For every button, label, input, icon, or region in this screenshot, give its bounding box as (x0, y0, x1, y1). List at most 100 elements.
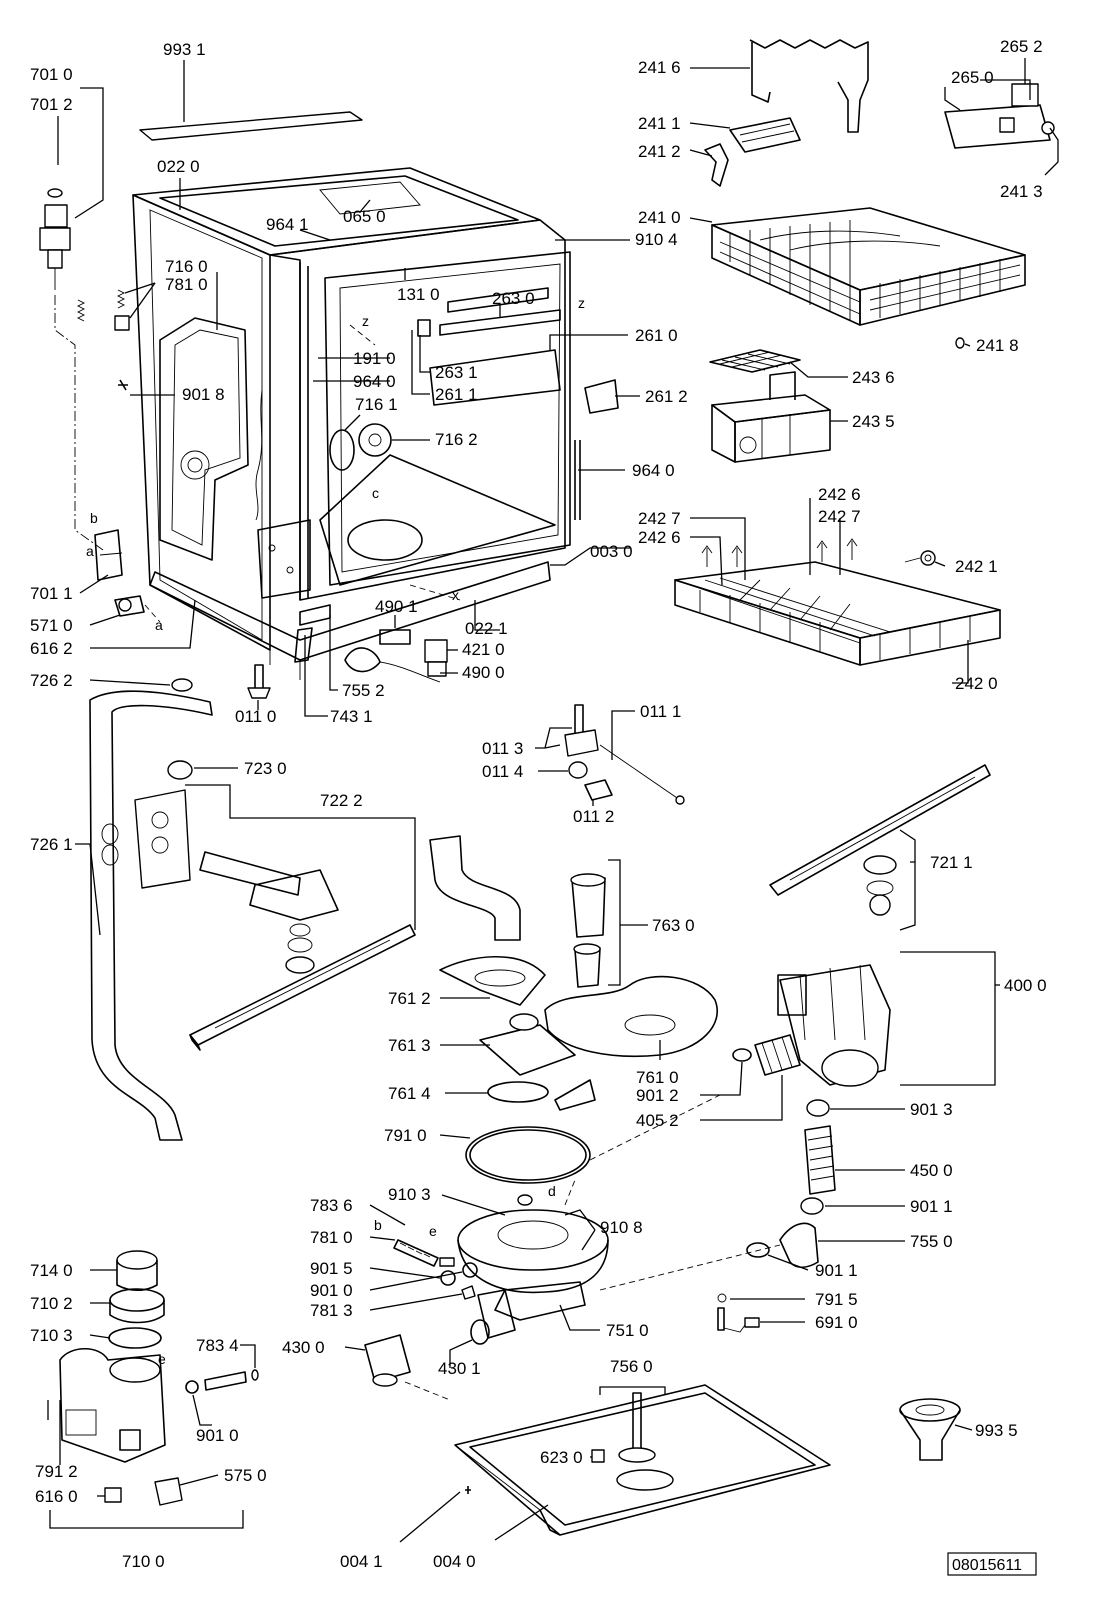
label-901-5: 901 5 (310, 1259, 353, 1278)
label-571-0: 571 0 (30, 616, 73, 635)
label-901-8: 901 8 (182, 385, 225, 404)
letter-z-1: z (362, 313, 369, 329)
label-242-1: 242 1 (955, 557, 998, 576)
left-fittings (39, 188, 161, 623)
leader-lines (57, 58, 1059, 1543)
label-781-0: 781 0 (165, 275, 208, 294)
label-242-7-left: 242 7 (638, 509, 681, 528)
label-065-0: 065 0 (343, 207, 386, 226)
leveling-foot (564, 704, 685, 805)
label-191-0: 191 0 (353, 349, 396, 368)
label-993-5: 993 5 (975, 1421, 1018, 1440)
label-761-4: 761 4 (388, 1084, 431, 1103)
label-710-0: 710 0 (122, 1552, 165, 1571)
label-751-0: 751 0 (606, 1321, 649, 1340)
label-242-7-top: 242 7 (818, 507, 861, 526)
label-421-0: 421 0 (462, 640, 505, 659)
label-701-1: 701 1 (30, 584, 73, 603)
spray-arm-pipes (89, 678, 416, 1141)
connection-letters: z z c x a a b b d e e (86, 295, 585, 1367)
label-022-1: 022 1 (465, 619, 508, 638)
label-450-0: 450 0 (910, 1161, 953, 1180)
label-701-2: 701 2 (30, 95, 73, 114)
letter-a-2: a (155, 617, 163, 633)
label-131-0: 131 0 (397, 285, 440, 304)
label-755-2: 755 2 (342, 681, 385, 700)
label-901-1: 901 1 (910, 1197, 953, 1216)
label-241-6: 241 6 (638, 58, 681, 77)
base-plate (454, 1384, 831, 1536)
salt-container (47, 1250, 259, 1529)
label-265-0: 265 0 (951, 68, 994, 87)
label-575-0: 575 0 (224, 1466, 267, 1485)
label-003-0: 003 0 (590, 542, 633, 561)
label-716-1: 716 1 (355, 395, 398, 414)
label-761-0: 761 0 (636, 1068, 679, 1087)
label-405-2: 405 2 (636, 1111, 679, 1130)
doc-number-text: 08015611 (952, 1557, 1022, 1574)
label-901-2: 901 2 (636, 1086, 679, 1105)
filter-assembly (429, 835, 718, 1111)
label-242-6-left: 242 6 (638, 528, 681, 547)
label-241-2: 241 2 (638, 142, 681, 161)
funnel (899, 1398, 961, 1461)
letter-c: c (372, 485, 379, 501)
label-783-4: 783 4 (196, 1336, 239, 1355)
label-243-5: 243 5 (852, 412, 895, 431)
label-910-3: 910 3 (388, 1185, 431, 1204)
label-756-0: 756 0 (610, 1357, 653, 1376)
label-261-0: 261 0 (635, 326, 678, 345)
label-241-3: 241 3 (1000, 182, 1043, 201)
letter-z-2: z (578, 295, 585, 311)
label-781-0-b: 781 0 (310, 1228, 353, 1247)
label-242-6-top: 242 6 (818, 485, 861, 504)
letter-e-1: e (429, 1223, 437, 1239)
label-910-8: 910 8 (600, 1218, 643, 1237)
circulation-pump (717, 964, 891, 1333)
label-011-3: 011 3 (482, 739, 523, 758)
label-261-1: 261 1 (435, 385, 478, 404)
label-993-1: 993 1 (163, 40, 206, 59)
letter-e-2: e (158, 1351, 166, 1367)
label-265-2: 265 2 (1000, 37, 1043, 56)
label-901-3: 901 3 (910, 1100, 953, 1119)
label-901-1-lower: 901 1 (815, 1261, 858, 1280)
label-755-0: 755 0 (910, 1232, 953, 1251)
label-430-0: 430 0 (282, 1338, 325, 1357)
label-701-0: 701 0 (30, 65, 73, 84)
label-011-0: 011 0 (235, 707, 276, 726)
label-791-0: 791 0 (384, 1126, 427, 1145)
letter-b-1: b (90, 510, 98, 526)
label-722-2: 722 2 (320, 791, 363, 810)
label-723-0: 723 0 (244, 759, 287, 778)
label-910-4: 910 4 (635, 230, 678, 249)
label-022-0: 022 0 (157, 157, 200, 176)
label-616-0: 616 0 (35, 1487, 78, 1506)
letter-x: x (452, 587, 459, 603)
label-783-6: 783 6 (310, 1196, 353, 1215)
letter-a-1: a (86, 543, 94, 559)
label-721-1: 721 1 (930, 853, 973, 872)
upper-rack-parts (704, 39, 1055, 463)
label-710-3: 710 3 (30, 1326, 73, 1345)
label-901-0-salt: 901 0 (196, 1426, 239, 1445)
label-011-4: 011 4 (482, 762, 523, 781)
tub-cabinet (132, 111, 619, 699)
label-004-0: 004 0 (433, 1552, 476, 1571)
label-011-1: 011 1 (640, 702, 681, 721)
upper-spray-arm (769, 764, 991, 916)
label-710-2: 710 2 (30, 1294, 73, 1313)
label-241-1: 241 1 (638, 114, 681, 133)
label-241-0: 241 0 (638, 208, 681, 227)
letter-b-2: b (374, 1217, 382, 1233)
label-261-2: 261 2 (645, 387, 688, 406)
label-761-3: 761 3 (388, 1036, 431, 1055)
label-714-0: 714 0 (30, 1261, 73, 1280)
letter-d: d (548, 1183, 556, 1199)
label-716-0: 716 0 (165, 257, 208, 276)
label-011-2: 011 2 (573, 807, 614, 826)
label-901-0: 901 0 (310, 1281, 353, 1300)
label-263-1: 263 1 (435, 363, 478, 382)
label-691-0: 691 0 (815, 1313, 858, 1332)
